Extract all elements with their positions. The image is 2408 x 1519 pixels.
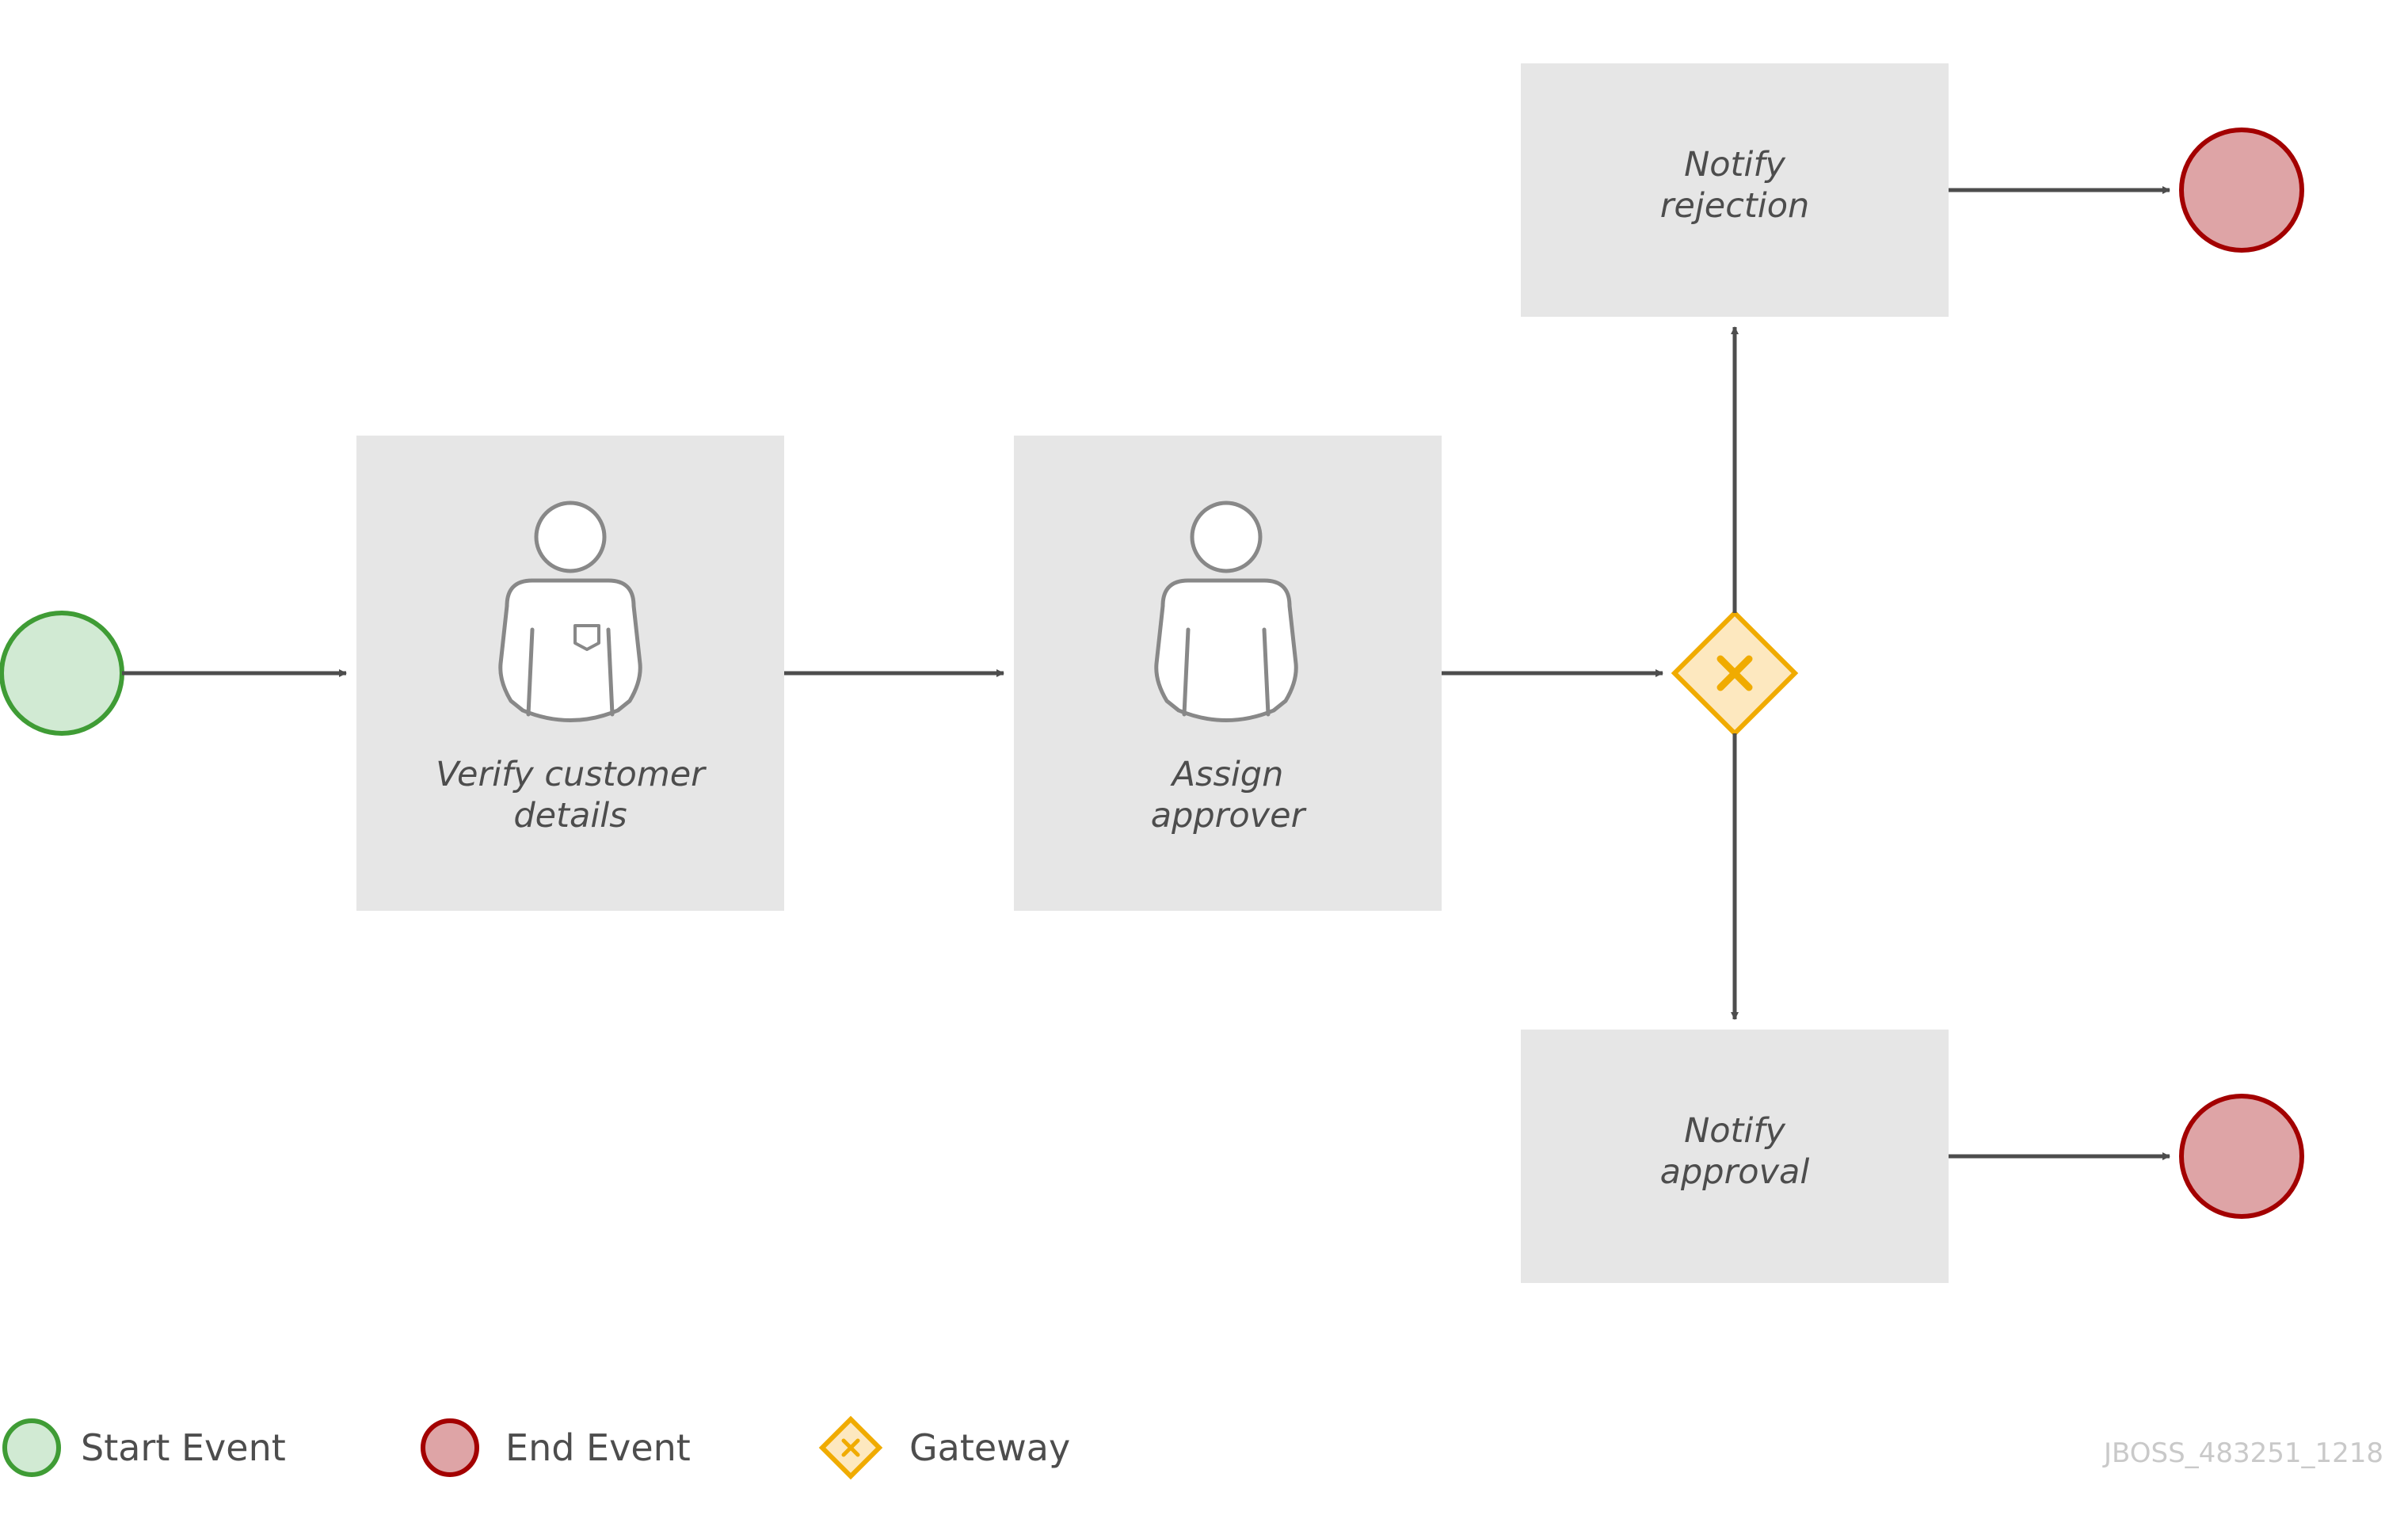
legend-label-end: End Event [505,1426,691,1469]
legend-label-gateway: Gateway [909,1426,1070,1469]
close-icon [1716,655,1753,691]
end-event-approval[interactable] [2179,1094,2304,1219]
legend-gateway: Gateway [818,1415,1070,1480]
task-notify-approval[interactable]: Notify approval [1521,1030,1949,1283]
legend: Start Event End Event Gateway [2,1415,1070,1480]
task-label-line2: details [513,796,627,836]
task-label-line1: Notify [1684,1111,1785,1151]
legend-end: End Event [421,1418,691,1477]
legend-start: Start Event [2,1418,286,1477]
task-assign-approver[interactable]: Assign approver [1014,436,1442,911]
end-event-rejection[interactable] [2179,128,2304,253]
exclusive-gateway[interactable] [1671,609,1799,737]
user-icon [498,501,642,722]
task-label-line2: approval [1660,1152,1810,1192]
task-label-line1: Verify customer [436,755,707,794]
legend-end-icon [421,1418,479,1477]
task-label-line1: Notify [1684,145,1785,185]
legend-label-start: Start Event [81,1426,286,1469]
user-icon [1154,501,1298,722]
task-verify-customer-details[interactable]: Verify customer details [356,436,784,911]
task-label-line2: rejection [1660,186,1810,226]
start-event[interactable] [0,611,124,736]
watermark: JBOSS_483251_1218 [2102,1437,2383,1469]
task-label-line2: approver [1151,796,1307,836]
close-icon [841,1438,860,1457]
task-notify-rejection[interactable]: Notify rejection [1521,63,1949,317]
task-label-line1: Assign [1170,755,1284,794]
legend-start-icon [2,1418,61,1477]
